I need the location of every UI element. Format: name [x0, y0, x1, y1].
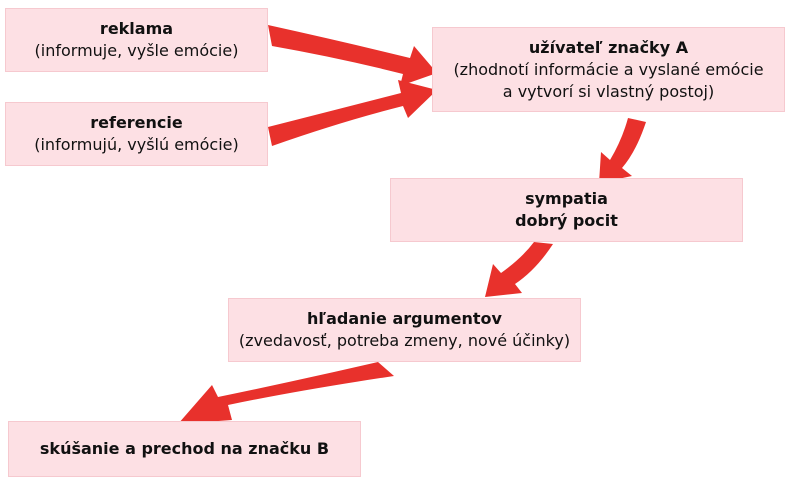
arrow-reklama-to-user	[268, 25, 437, 86]
node-sympatia-title-line2: dobrý pocit	[515, 211, 618, 230]
node-user-subtitle-line1: (zhodnotí informácie a vyslané emócie	[453, 59, 764, 79]
arrow-user-to-sympatia	[599, 118, 646, 183]
node-user-subtitle-line2: a vytvorí si vlastný postoj)	[502, 81, 715, 101]
node-reklama-subtitle: (informuje, vyšle emócie)	[34, 41, 239, 60]
node-referencie-subtitle: (informujú, vyšlú emócie)	[34, 135, 239, 154]
arrow-sympatia-to-hladanie	[485, 242, 553, 297]
node-referencie-title: referencie	[90, 113, 183, 132]
node-hladanie-subtitle: (zvedavosť, potreba zmeny, nové účinky)	[238, 331, 571, 350]
node-referencie: referencie (informujú, vyšlú emócie)	[5, 102, 268, 166]
node-hladanie: hľadanie argumentov (zvedavosť, potreba …	[228, 298, 581, 362]
node-user: užívateľ značky A (zhodnotí informácie a…	[432, 27, 785, 112]
node-sympatia-title: sympatia	[525, 189, 608, 208]
node-reklama-title: reklama	[99, 19, 174, 38]
node-reklama: reklama (informuje, vyšle emócie)	[5, 8, 268, 72]
arrow-referencie-to-user	[268, 80, 437, 146]
arrow-hladanie-to-skusanie	[178, 362, 394, 424]
node-skusanie-title: skúšanie a prechod na značku B	[39, 439, 330, 458]
node-hladanie-title: hľadanie argumentov	[307, 309, 502, 328]
node-skusanie: skúšanie a prechod na značku B	[8, 421, 361, 477]
node-user-title: užívateľ značky A	[528, 37, 689, 57]
node-sympatia: sympatia dobrý pocit	[390, 178, 743, 242]
